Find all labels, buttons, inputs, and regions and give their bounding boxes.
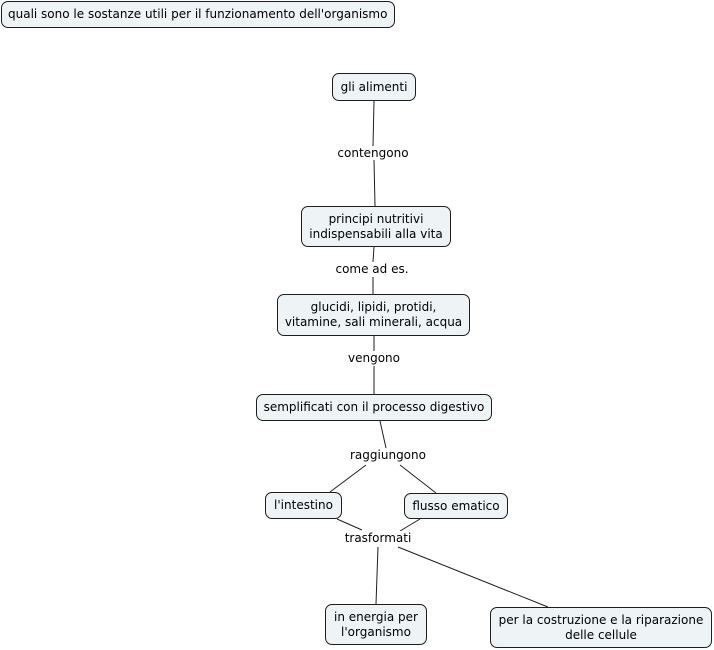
- title-node[interactable]: quali sono le sostanze utili per il funz…: [1, 1, 395, 28]
- title-text: quali sono le sostanze utili per il funz…: [8, 7, 388, 21]
- link-come-ad-es: come ad es.: [331, 262, 413, 276]
- node-costruzione-line-2: delle cellule: [565, 627, 637, 642]
- edge-trasformati-costruzione: [397, 546, 549, 608]
- node-gli-alimenti[interactable]: gli alimenti: [332, 73, 416, 101]
- node-flusso-ematico[interactable]: flusso ematico: [404, 493, 508, 519]
- edge-trasformati-energia: [375, 546, 379, 605]
- link-contengono: contengono: [335, 146, 411, 160]
- edge-intestino-trasformati: [336, 518, 363, 531]
- link-trasformati: trasformati: [339, 531, 417, 545]
- node-intestino[interactable]: l'intestino: [265, 492, 342, 519]
- node-gli-alimenti-text: gli alimenti: [340, 79, 408, 94]
- edge-contengono-principi: [373, 159, 376, 207]
- edge-raggiungono-intestino: [329, 464, 367, 493]
- edge-flusso-trasformati: [399, 518, 421, 532]
- edge-alimenti-contengono: [372, 100, 375, 147]
- node-semplificati[interactable]: semplificati con il processo digestivo: [256, 394, 492, 421]
- node-costruzione[interactable]: per la costruzione e la riparazione dell…: [490, 607, 712, 648]
- node-glucidi-lipidi[interactable]: glucidi, lipidi, protidi, vitamine, sali…: [277, 294, 470, 336]
- node-in-energia-line-2: l'organismo: [341, 624, 411, 639]
- node-costruzione-line-1: per la costruzione e la riparazione: [498, 612, 704, 627]
- link-raggiungono: raggiungono: [346, 448, 430, 462]
- node-principi-line-2: indispensabili alla vita: [309, 226, 443, 241]
- node-principi-line-1: principi nutritivi: [328, 211, 424, 226]
- edge-principi-comeades: [372, 246, 375, 263]
- node-principi-nutritivi[interactable]: principi nutritivi indispensabili alla v…: [301, 206, 451, 247]
- node-glucidi-line-1: glucidi, lipidi, protidi,: [310, 300, 437, 314]
- link-vengono: vengono: [344, 351, 404, 365]
- node-glucidi-line-2: vitamine, sali minerali, acqua: [284, 315, 463, 329]
- edge-semplificati-raggiungono: [379, 420, 387, 449]
- node-in-energia[interactable]: in energia per l'organismo: [325, 604, 427, 645]
- node-intestino-text: l'intestino: [274, 498, 333, 512]
- node-in-energia-line-1: in energia per: [334, 609, 418, 624]
- node-semplificati-text: semplificati con il processo digestivo: [263, 400, 485, 414]
- edge-raggiungono-flusso: [399, 464, 437, 494]
- node-flusso-ematico-text: flusso ematico: [412, 498, 500, 513]
